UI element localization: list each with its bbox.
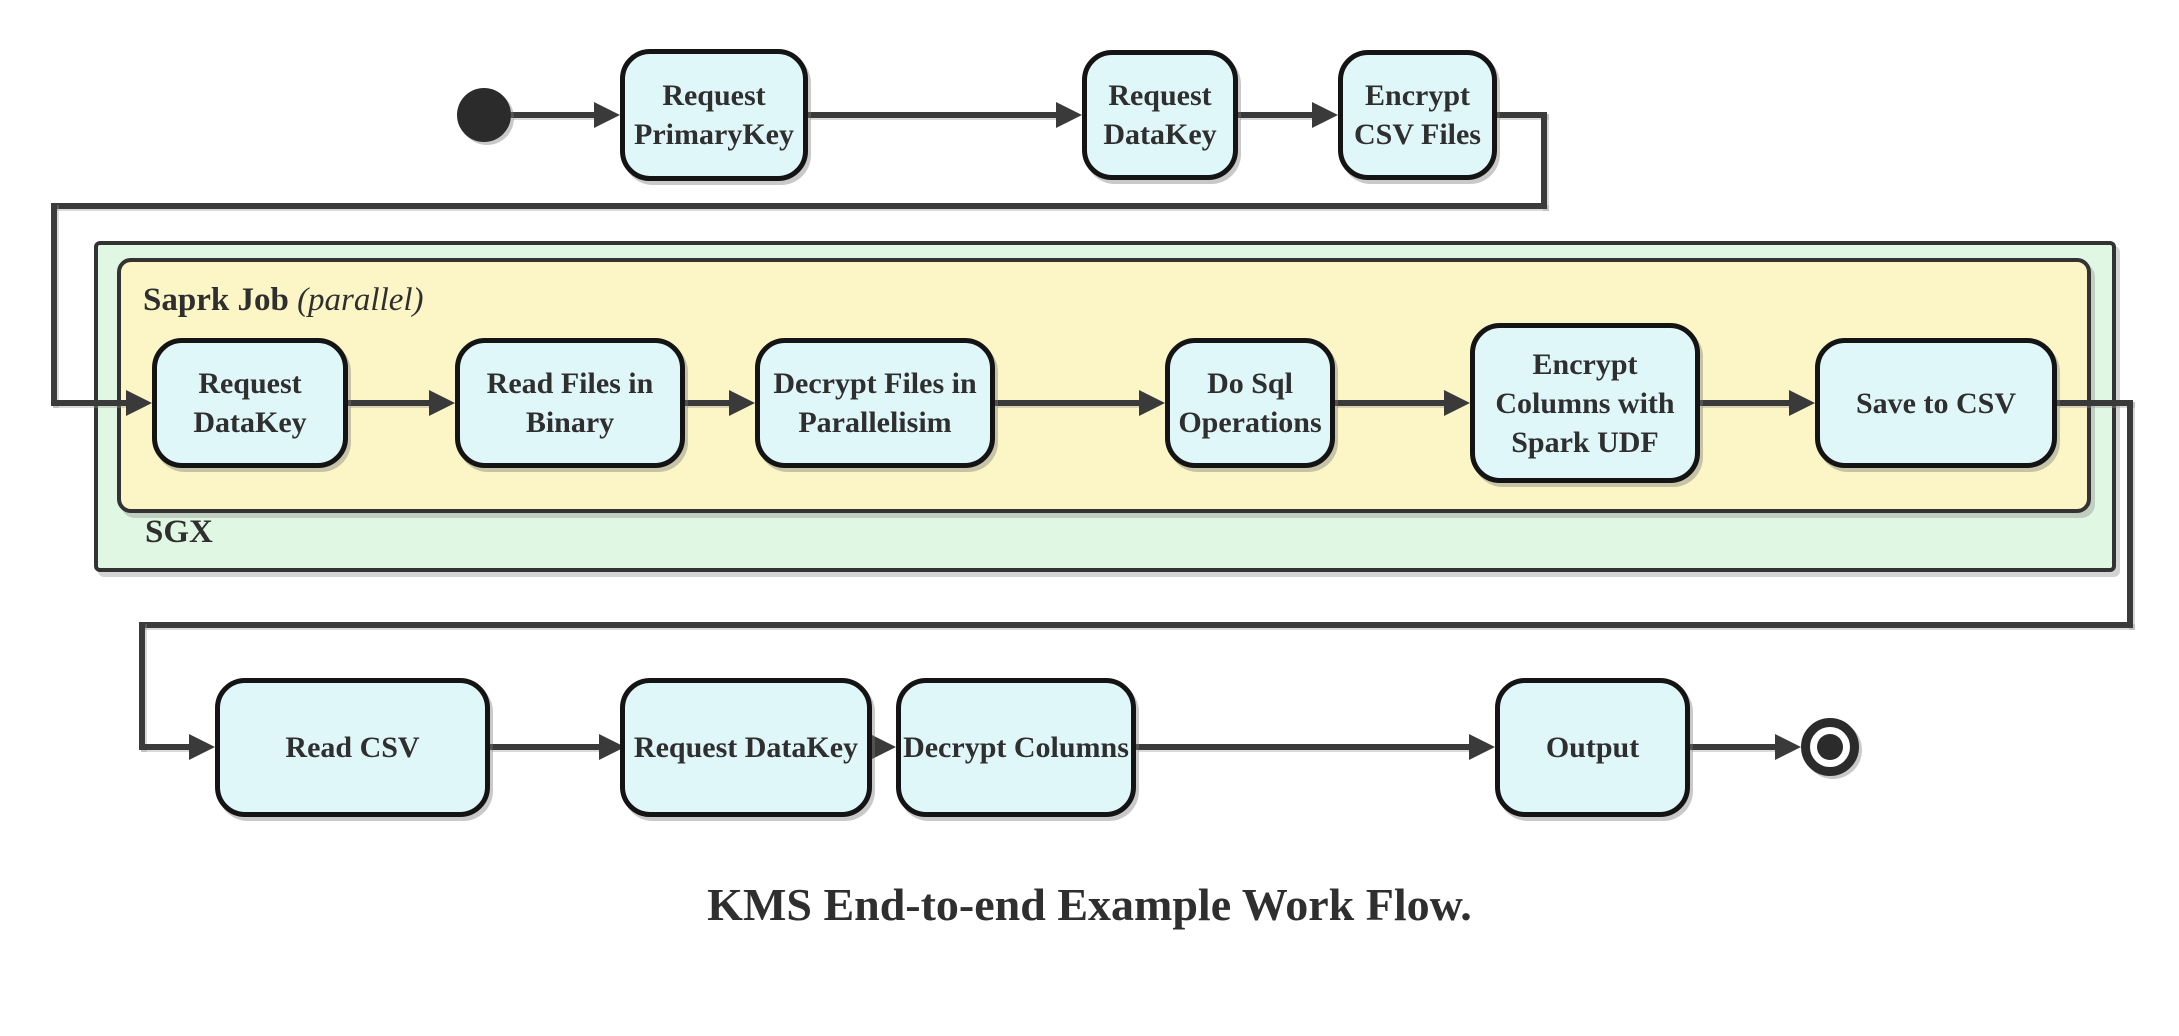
spark-job-label: Saprk Job (parallel) (143, 282, 424, 319)
edge-arrowhead (1469, 734, 1495, 760)
spark-job-parallel-text: (parallel) (297, 282, 424, 318)
node-encrypt-columns-with-spark-udf: Encrypt Columns with Spark UDF (1470, 323, 1700, 483)
edge-segment (348, 400, 433, 406)
edge-segment (1136, 744, 1473, 750)
edge-arrowhead (189, 734, 215, 760)
node-request-primarykey: Request PrimaryKey (620, 49, 808, 181)
edge-arrowhead (1056, 102, 1082, 128)
edge-segment (51, 203, 57, 406)
node-decrypt-files-in-parallelisim: Decrypt Files in Parallelisim (755, 338, 995, 468)
edge-arrowhead (1789, 390, 1815, 416)
edge-segment (51, 400, 130, 406)
edge-segment (1700, 400, 1793, 406)
end-node-dot (1817, 734, 1843, 760)
node-read-files-in-binary: Read Files in Binary (455, 338, 685, 468)
edge-segment (511, 112, 600, 118)
node-request-datakey-client: Request DataKey (620, 678, 872, 817)
edge-segment (995, 400, 1143, 406)
node-output: Output (1495, 678, 1690, 817)
edge-segment (1335, 400, 1448, 406)
edge-segment (685, 400, 733, 406)
edge-segment (139, 622, 2133, 628)
edge-segment (2057, 400, 2133, 406)
edge-arrowhead (1775, 734, 1801, 760)
node-encrypt-csv-files: Encrypt CSV Files (1338, 50, 1497, 180)
edge-segment (1497, 112, 1547, 118)
edge-segment (1541, 112, 1547, 209)
node-decrypt-columns: Decrypt Columns (896, 678, 1136, 817)
edge-segment (139, 744, 193, 750)
diagram-caption: KMS End-to-end Example Work Flow. (707, 879, 1472, 930)
edge-segment (808, 112, 1060, 118)
node-read-csv: Read CSV (215, 678, 490, 817)
edge-arrowhead (126, 390, 152, 416)
container-spark-job (117, 258, 2091, 513)
spark-job-label-text: Saprk Job (143, 282, 289, 318)
edge-arrowhead (1139, 390, 1165, 416)
edge-arrowhead (1444, 390, 1470, 416)
start-node (457, 88, 511, 142)
edge-arrowhead (594, 102, 620, 128)
edge-segment (1690, 744, 1779, 750)
edge-arrowhead (729, 390, 755, 416)
edge-segment (51, 203, 1547, 209)
node-request-datakey-top: Request DataKey (1082, 50, 1238, 180)
edge-arrowhead (1312, 102, 1338, 128)
edge-segment (139, 622, 145, 750)
sgx-label: SGX (145, 514, 213, 550)
edge-segment (2127, 400, 2133, 628)
node-save-to-csv: Save to CSV (1815, 338, 2057, 468)
edge-segment (490, 744, 603, 750)
end-node (1801, 718, 1859, 776)
node-request-datakey-sgx: Request DataKey (152, 338, 348, 468)
node-do-sql-operations: Do Sql Operations (1165, 338, 1335, 468)
edge-arrowhead (870, 734, 896, 760)
edge-arrowhead (429, 390, 455, 416)
edge-segment (1238, 112, 1316, 118)
